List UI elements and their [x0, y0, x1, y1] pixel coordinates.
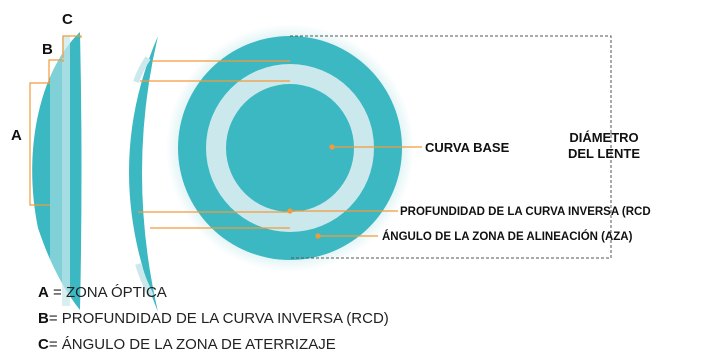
meniscus-light-top: [133, 56, 151, 83]
bracket-b: [48, 59, 64, 84]
dot-aza: [315, 233, 321, 239]
letter-b: B: [42, 41, 53, 58]
lens-profile-reverse-band: [62, 36, 70, 306]
leader-lines: [138, 60, 422, 237]
letter-a: A: [11, 127, 22, 144]
dimension-brackets: [29, 35, 82, 206]
label-diametro-line2: DEL LENTE: [568, 146, 640, 161]
legend-key-b: B: [38, 310, 49, 327]
leader-dots: [287, 144, 335, 239]
optical-zone: [226, 84, 354, 212]
label-curva-base: CURVA BASE: [425, 140, 510, 155]
legend-text-b: = PROFUNDIDAD DE LA CURVA INVERSA (RCD): [48, 310, 389, 327]
lens-profile-inner-band: [50, 36, 62, 306]
label-rcd: PROFUNDIDAD DE LA CURVA INVERSA (RCD: [400, 206, 651, 218]
legend-key-c: C: [38, 336, 49, 353]
legend-item-c: C= ÁNGULO DE LA ZONA DE ATERRIZAJE: [38, 336, 336, 353]
diameter-dashed-box: [290, 35, 612, 259]
lens-front-view: [166, 24, 414, 272]
dot-rcd: [287, 208, 293, 214]
label-diametro-line1: DIÁMETRO: [569, 130, 638, 145]
lens-meniscus: [129, 36, 158, 312]
legend-item-b: B= PROFUNDIDAD DE LA CURVA INVERSA (RCD): [38, 310, 389, 327]
meniscus-light-bottom: [135, 263, 154, 298]
letter-c: C: [62, 11, 73, 28]
dot-curva-base: [329, 144, 335, 150]
legend-text-c: = ÁNGULO DE LA ZONA DE ATERRIZAJE: [48, 336, 336, 353]
legend-text-a: = ZONA ÓPTICA: [48, 284, 167, 301]
meniscus-shape: [129, 36, 158, 312]
legend-key-a: A: [38, 284, 49, 301]
lens-side-profile: [32, 32, 82, 310]
bracket-c: [62, 35, 82, 58]
legend-item-a: A = ZONA ÓPTICA: [38, 284, 167, 301]
bracket-a: [29, 82, 50, 206]
label-aza: ÁNGULO DE LA ZONA DE ALINEACIÓN (AZA): [382, 230, 633, 243]
